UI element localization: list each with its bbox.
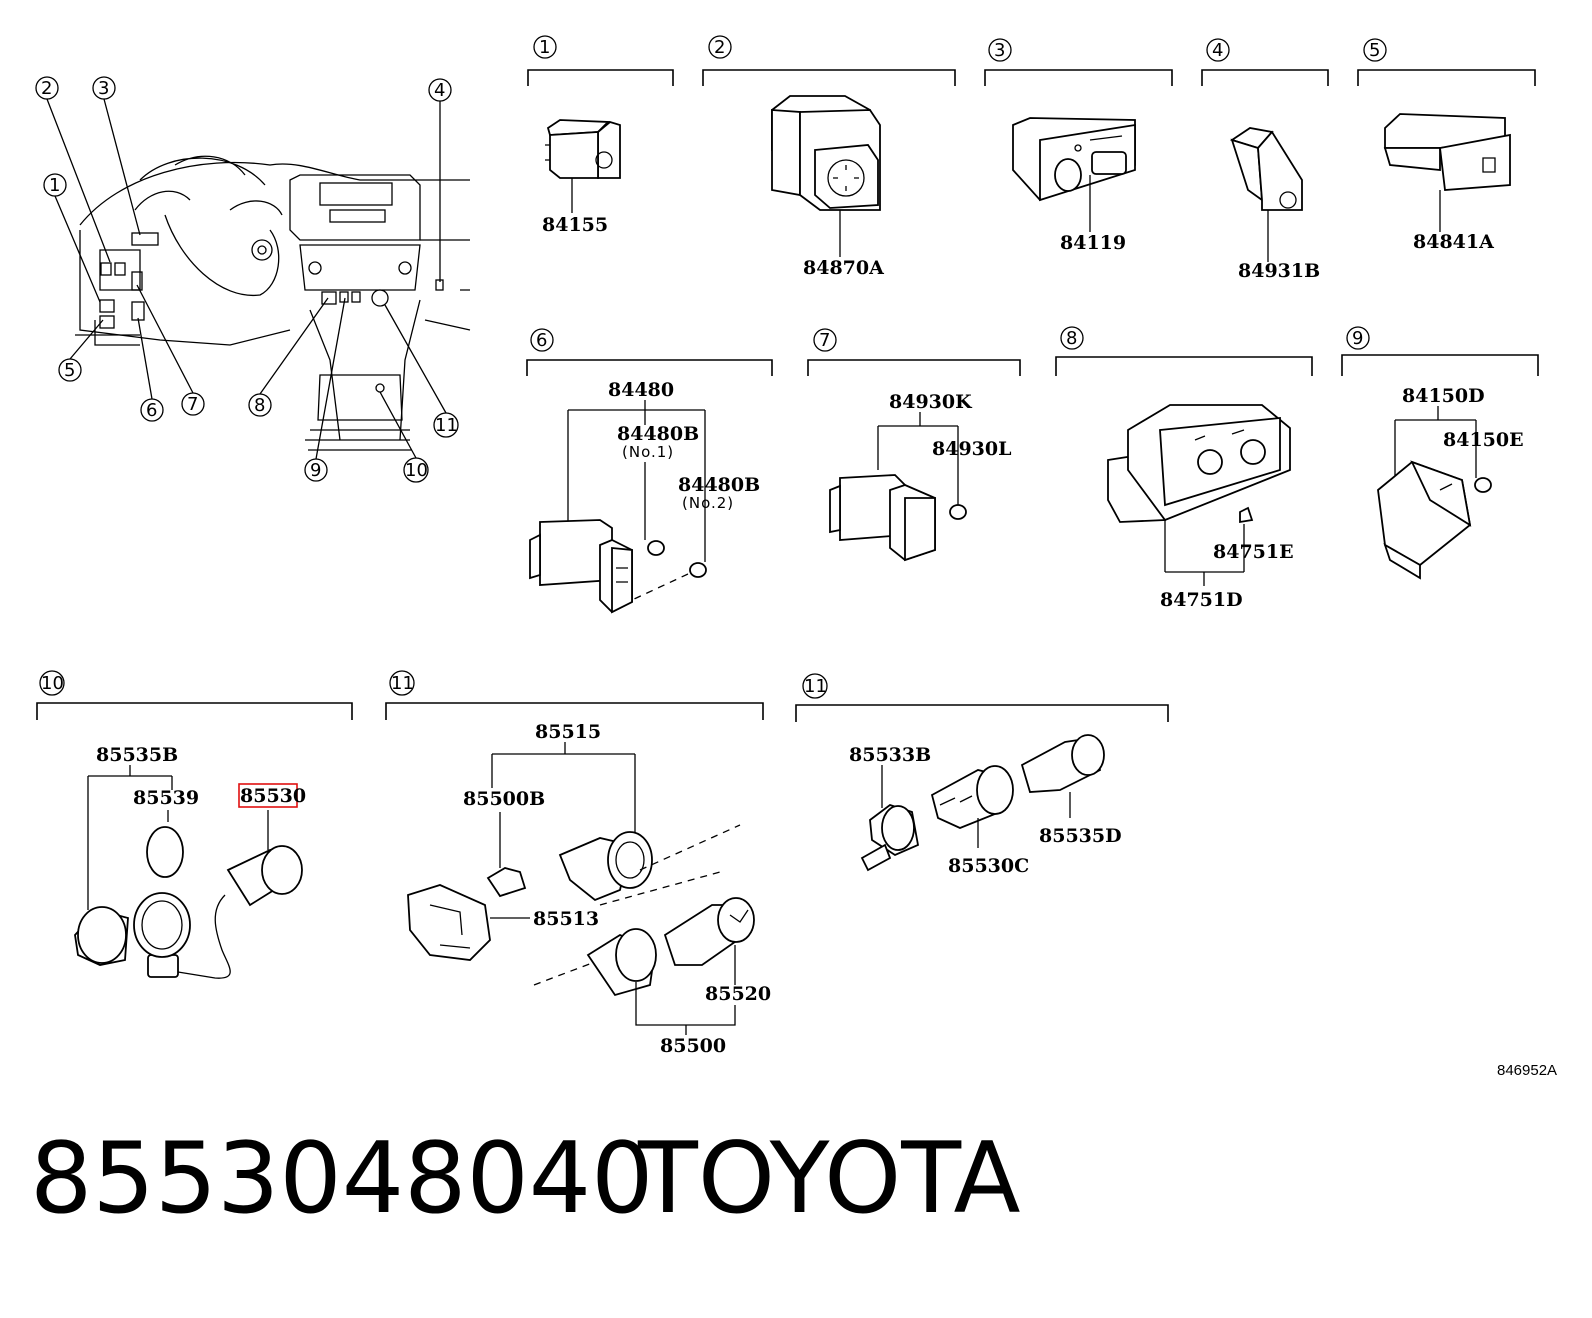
group-11b: 11 85533B 85530C 85535D — [795, 673, 1169, 877]
callout-11: 11 — [435, 415, 458, 436]
callout-3: 3 — [98, 78, 109, 99]
brand-title: TOYOTA — [638, 1122, 1021, 1236]
svg-text:7: 7 — [819, 330, 830, 351]
part-84930K: 84930K — [889, 391, 973, 413]
part-84751E: 84751E — [1213, 541, 1294, 563]
group-7: 7 84930K 84930L — [807, 328, 1021, 562]
part-85520: 85520 — [705, 983, 771, 1005]
part-84480: 84480 — [608, 379, 674, 401]
part-84480B-no1: 84480B — [617, 423, 699, 445]
svg-text:2: 2 — [714, 37, 725, 58]
svg-text:11: 11 — [391, 673, 414, 694]
part-84931B: 84931B — [1238, 260, 1320, 282]
part-number-title: 8553048040 — [30, 1122, 654, 1236]
note-no2: (No.2) — [682, 494, 734, 512]
svg-text:9: 9 — [1352, 328, 1363, 349]
dashboard-overview — [75, 155, 471, 451]
highlight-box — [238, 783, 298, 808]
group-9: 9 84150D 84150E — [1341, 326, 1539, 580]
part-85530-highlighted: 85530 — [240, 785, 306, 807]
drawing-id: 846952A — [1497, 1062, 1558, 1079]
group-8: 8 84751E 84751D — [1055, 326, 1313, 611]
group-6: 6 84480 84480B (No.1) 84480B (No.2) — [526, 328, 773, 614]
part-85513: 85513 — [533, 908, 599, 930]
part-84751D: 84751D — [1160, 589, 1243, 611]
overview-callouts: 2 3 4 1 5 6 7 8 9 10 11 — [35, 76, 459, 483]
svg-text:5: 5 — [1369, 40, 1380, 61]
part-85500: 85500 — [660, 1035, 726, 1057]
svg-text:8: 8 — [1066, 328, 1077, 349]
callout-9: 9 — [310, 460, 321, 481]
part-84930L: 84930L — [932, 438, 1011, 460]
part-84119: 84119 — [1060, 232, 1126, 254]
part-85530C: 85530C — [948, 855, 1029, 877]
part-85535B: 85535B — [96, 744, 178, 766]
part-85539: 85539 — [133, 787, 199, 809]
part-84870A: 84870A — [803, 257, 884, 279]
callout-8: 8 — [254, 395, 265, 416]
group-10: 10 85535B 85539 85530 — [36, 670, 353, 979]
part-85500B: 85500B — [463, 788, 545, 810]
svg-text:1: 1 — [539, 37, 550, 58]
part-84150E: 84150E — [1443, 429, 1524, 451]
group-5: 5 84841A — [1357, 38, 1536, 253]
part-85515: 85515 — [535, 721, 601, 743]
svg-text:11: 11 — [804, 676, 827, 697]
part-84480B-no2: 84480B — [678, 474, 760, 496]
callout-5: 5 — [64, 360, 75, 381]
svg-text:6: 6 — [536, 330, 547, 351]
callout-6: 6 — [146, 400, 157, 421]
part-85535D: 85535D — [1039, 825, 1122, 847]
svg-text:3: 3 — [994, 40, 1005, 61]
group-3: 3 84119 — [984, 38, 1173, 254]
callout-2: 2 — [41, 78, 52, 99]
group-11a: 11 85515 85500B 85513 85520 85500 — [385, 670, 771, 1057]
part-84155: 84155 — [542, 214, 608, 236]
part-85533B: 85533B — [849, 744, 931, 766]
group-1: 1 84155 — [527, 35, 674, 236]
svg-text:10: 10 — [41, 673, 64, 694]
part-84150D: 84150D — [1402, 385, 1485, 407]
callout-10: 10 — [405, 460, 428, 481]
note-no1: (No.1) — [622, 443, 674, 461]
callout-1: 1 — [49, 175, 60, 196]
group-4: 4 84931B — [1201, 38, 1329, 282]
callout-4: 4 — [434, 80, 445, 101]
part-84841A: 84841A — [1413, 231, 1494, 253]
svg-text:4: 4 — [1212, 40, 1223, 61]
group-2: 2 84870A — [702, 35, 956, 279]
callout-7: 7 — [187, 394, 198, 415]
